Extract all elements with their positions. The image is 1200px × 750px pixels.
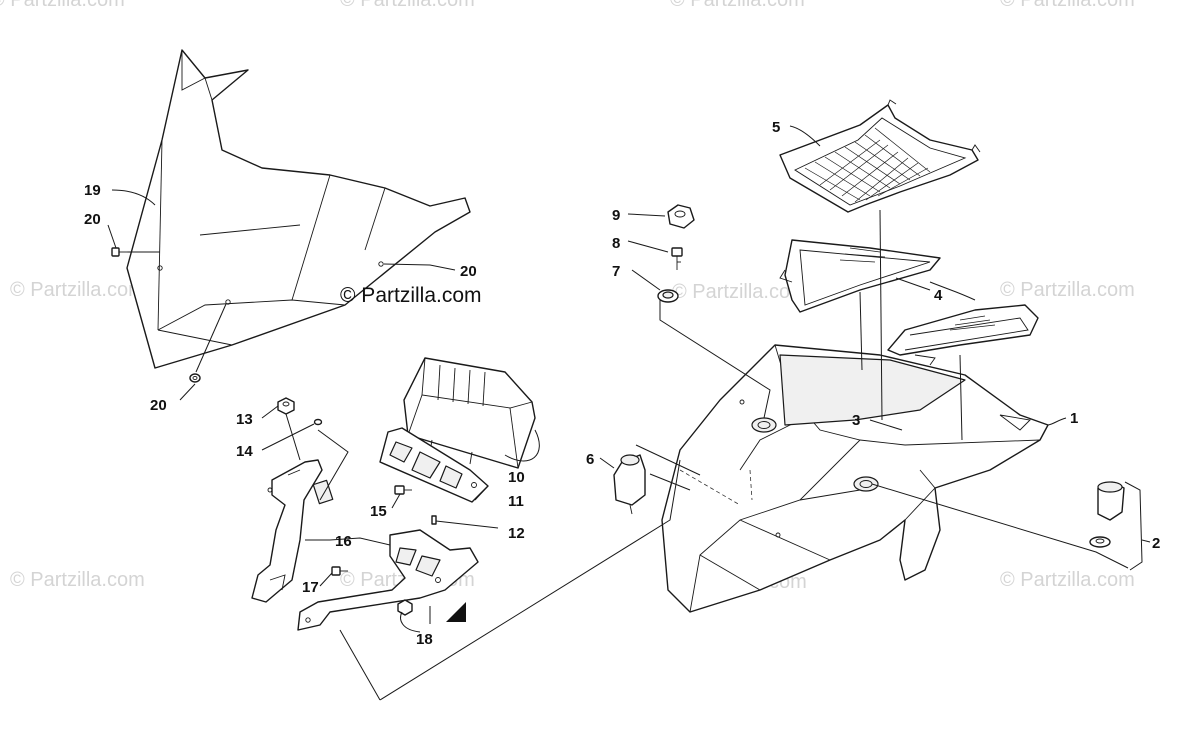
bezel-drawing (657, 289, 679, 303)
watermark: © Partzilla.com (1000, 0, 1135, 11)
callout-7: 7 (612, 263, 620, 280)
switch-cap-drawing (667, 204, 695, 229)
bolt-drawing (331, 566, 348, 576)
callout-6: 6 (586, 451, 594, 468)
gauge-cluster-drawing (403, 357, 536, 469)
callout-1: 1 (1070, 410, 1078, 427)
mount-bracket-left-drawing (251, 459, 334, 603)
callout-20-bottom: 20 (150, 397, 167, 414)
watermark: © Partzilla.com (672, 281, 807, 303)
watermark: © Partzilla.com (670, 0, 805, 11)
callout-20-right: 20 (460, 263, 477, 280)
ignition-switch-drawing (613, 454, 646, 515)
callout-13: 13 (236, 411, 253, 428)
callout-9: 9 (612, 207, 620, 224)
clip-drawing (431, 515, 437, 525)
windshield-drawing (126, 49, 471, 369)
key-drawing (671, 247, 683, 270)
callout-19: 19 (84, 182, 101, 199)
credit-text: © Partzilla.com (340, 284, 482, 307)
callout-8: 8 (612, 235, 620, 252)
callout-16: 16 (335, 533, 352, 550)
watermark: © Partzilla.com (0, 0, 125, 11)
vent-panel-lower-drawing (887, 304, 1039, 366)
callout-11: 11 (508, 493, 524, 510)
nut-drawing (397, 599, 413, 616)
watermark: © Partzilla.com (1000, 569, 1135, 591)
grommet-drawing (189, 373, 201, 383)
leader-lines (107, 125, 1151, 701)
watermark: © Partzilla.com (1000, 279, 1135, 301)
callout-4: 4 (934, 287, 943, 304)
callout-3: 3 (852, 412, 860, 429)
screw-drawing (111, 247, 128, 257)
vent-panel-upper-drawing (779, 239, 941, 313)
callout-labels: 1 2 3 4 5 6 7 8 9 10 11 12 13 14 15 16 1… (84, 119, 1160, 648)
callout-10: 10 (508, 469, 525, 486)
callout-12: 12 (508, 525, 525, 542)
callout-17: 17 (302, 579, 319, 596)
callout-2: 2 (1152, 535, 1160, 552)
hood-drawing (661, 344, 1049, 613)
callout-14: 14 (236, 443, 253, 460)
washer-drawing (313, 418, 323, 426)
callout-15: 15 (370, 503, 387, 520)
callout-18: 18 (416, 631, 433, 648)
mount-bracket-right-drawing (297, 529, 479, 631)
accessory-outlet-drawing (1089, 481, 1125, 548)
front-arrow-icon (446, 602, 466, 622)
callout-20-left: 20 (84, 211, 101, 228)
watermark: © Partzilla.com (340, 0, 475, 11)
bolt-drawing (394, 485, 412, 495)
callout-5: 5 (772, 119, 780, 136)
storage-tray-drawing (779, 99, 981, 213)
nut-drawing (277, 397, 295, 415)
watermark: © Partzilla.com (10, 279, 145, 301)
watermark: © Partzilla.com (10, 569, 145, 591)
